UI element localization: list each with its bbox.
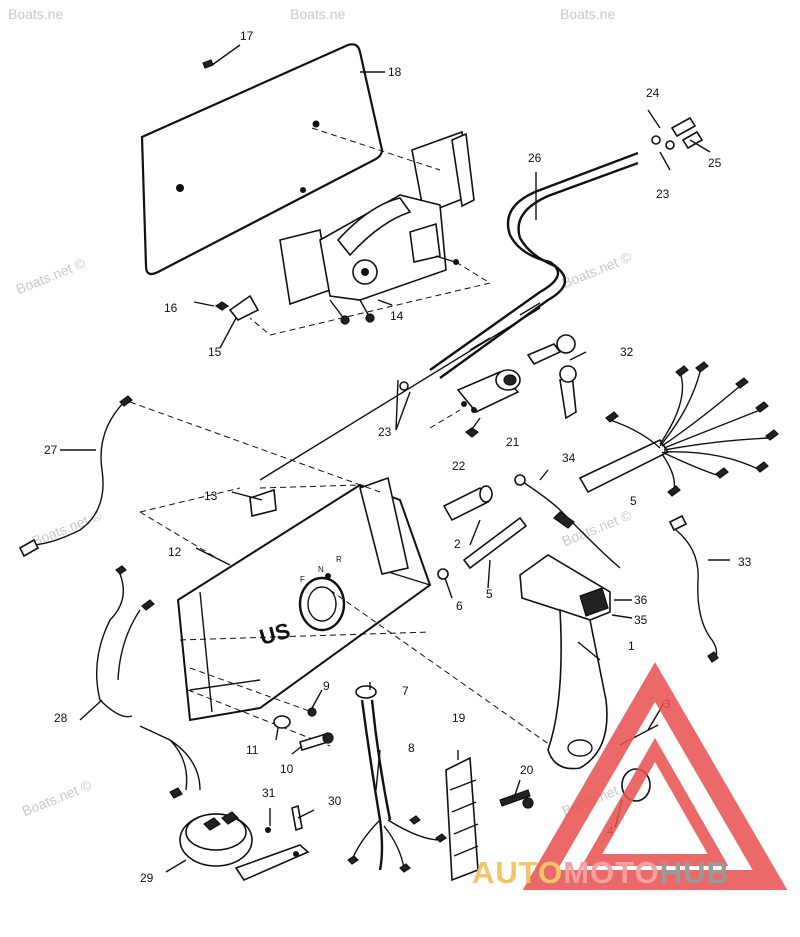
control-box bbox=[176, 476, 432, 722]
shift-mechanism bbox=[279, 130, 475, 325]
callout-1: 1 bbox=[628, 639, 635, 653]
ignition-key bbox=[526, 334, 577, 420]
callout-31: 31 bbox=[262, 786, 276, 800]
logo-part-hub: HUB bbox=[659, 855, 730, 890]
screw-31 bbox=[265, 827, 271, 833]
callout-13: 13 bbox=[204, 489, 218, 503]
callout-8: 8 bbox=[408, 741, 415, 755]
clip-13 bbox=[249, 488, 277, 517]
callout-20: 20 bbox=[520, 763, 534, 777]
callout-5a: 5 bbox=[630, 494, 637, 508]
callout-5b: 5 bbox=[486, 587, 493, 601]
callout-21: 21 bbox=[506, 435, 520, 449]
cover-plate bbox=[140, 43, 384, 276]
callout-9: 9 bbox=[323, 679, 330, 693]
ignition-switch bbox=[456, 369, 521, 413]
callout-14: 14 bbox=[390, 309, 404, 323]
callout-24: 24 bbox=[646, 86, 660, 100]
callout-18: 18 bbox=[388, 65, 402, 79]
callout-34: 34 bbox=[562, 451, 576, 465]
lead-27 bbox=[18, 395, 133, 558]
washer-11 bbox=[273, 715, 291, 729]
watermark: Boats.ne bbox=[560, 6, 616, 22]
watermark: Boats.ne bbox=[290, 6, 346, 22]
callout-35: 35 bbox=[634, 613, 648, 627]
screw-10 bbox=[299, 732, 334, 752]
logo-part-auto: AUTO bbox=[472, 855, 564, 890]
callout-15: 15 bbox=[208, 345, 222, 359]
nut-22 bbox=[464, 427, 480, 438]
callout-23a: 23 bbox=[378, 425, 392, 439]
callout-28: 28 bbox=[54, 711, 68, 725]
logo-triangle bbox=[522, 662, 788, 890]
callout-36: 36 bbox=[634, 593, 648, 607]
screw-30 bbox=[291, 804, 303, 832]
terminal-block bbox=[445, 756, 479, 882]
screw-20 bbox=[499, 789, 534, 809]
callout-33: 33 bbox=[738, 555, 752, 569]
nut-16 bbox=[214, 301, 230, 311]
callout-29: 29 bbox=[140, 871, 154, 885]
terminal-25 bbox=[681, 130, 704, 150]
callout-6: 6 bbox=[456, 599, 463, 613]
callout-19: 19 bbox=[452, 711, 466, 725]
control-handle bbox=[519, 554, 611, 770]
fnr-f: F bbox=[300, 575, 305, 584]
terminal-24 bbox=[670, 116, 697, 138]
washer-6 bbox=[437, 568, 449, 580]
callout-32: 32 bbox=[620, 345, 634, 359]
fnr-r: R bbox=[336, 555, 342, 564]
callout-labels: 1 2 3 4 5 5 6 7 8 9 10 11 12 13 14 15 16… bbox=[44, 29, 752, 885]
lanyard-34 bbox=[514, 474, 621, 569]
fnr-n: N bbox=[318, 565, 324, 574]
callout-26: 26 bbox=[528, 151, 542, 165]
trim-harness bbox=[347, 685, 447, 873]
neutral-switch bbox=[442, 485, 493, 522]
callout-23b: 23 bbox=[656, 187, 670, 201]
tube-5-lower bbox=[462, 516, 528, 570]
cables bbox=[429, 151, 639, 379]
callout-17: 17 bbox=[240, 29, 254, 43]
lead-28 bbox=[96, 565, 201, 799]
lead-33 bbox=[668, 514, 719, 663]
callout-22: 22 bbox=[452, 459, 466, 473]
callout-7: 7 bbox=[402, 684, 409, 698]
wiring-harness bbox=[578, 361, 779, 497]
callout-12: 12 bbox=[168, 545, 182, 559]
callout-25: 25 bbox=[708, 156, 722, 170]
callout-27: 27 bbox=[44, 443, 58, 457]
callout-16: 16 bbox=[164, 301, 178, 315]
horn bbox=[179, 811, 310, 882]
logo-wordmark: AUTOMOTOHUB bbox=[472, 855, 730, 891]
watermark: Boats.ne bbox=[8, 6, 64, 22]
screw-9 bbox=[307, 707, 317, 717]
logo-part-moto: MOTO bbox=[563, 855, 660, 890]
callout-2: 2 bbox=[454, 537, 461, 551]
callout-10: 10 bbox=[280, 762, 294, 776]
washer-23 bbox=[399, 381, 409, 391]
bracket-15 bbox=[228, 294, 260, 322]
clip-23 bbox=[651, 135, 675, 150]
callout-11: 11 bbox=[246, 743, 259, 757]
screw-17 bbox=[202, 59, 214, 69]
callout-30: 30 bbox=[328, 794, 342, 808]
